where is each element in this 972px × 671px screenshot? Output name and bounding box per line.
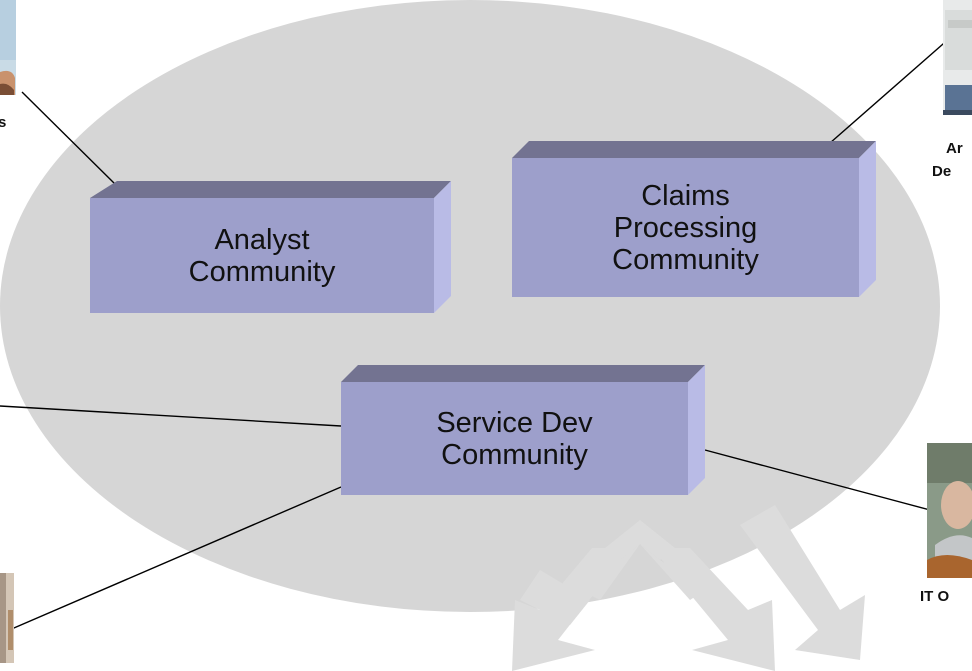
role-label-bottom-right: IT O [920, 588, 950, 605]
claims-community-text: Claims Processing Community [612, 179, 759, 276]
connector-service-bottom [0, 486, 342, 635]
analyst-community-label: Analyst Community [90, 198, 434, 313]
developer-person-photo [0, 573, 14, 663]
fork-arrow [512, 505, 865, 671]
connector-claims [829, 36, 952, 144]
analyst-community-text: Analyst Community [188, 223, 336, 288]
service-dev-community-text: Service Dev Community [436, 406, 593, 471]
architect-person-photo [943, 0, 972, 115]
claims-community-label: Claims Processing Community [512, 158, 859, 297]
analyst-person-photo [0, 0, 16, 95]
role-label-top-right-line1: Ar [946, 140, 963, 157]
service-dev-community-box [341, 365, 705, 495]
connector-lines [0, 36, 952, 635]
connector-analyst [21, 91, 117, 186]
connector-service-left [0, 405, 342, 427]
claims-community-box [512, 141, 876, 297]
connector-service-right [704, 449, 931, 511]
service-dev-community-label: Service Dev Community [341, 382, 688, 495]
role-label-top-left: s [0, 114, 7, 131]
analyst-community-box [90, 181, 451, 313]
role-label-top-right-line2: De [932, 163, 952, 180]
it-operations-person-photo [927, 443, 972, 578]
